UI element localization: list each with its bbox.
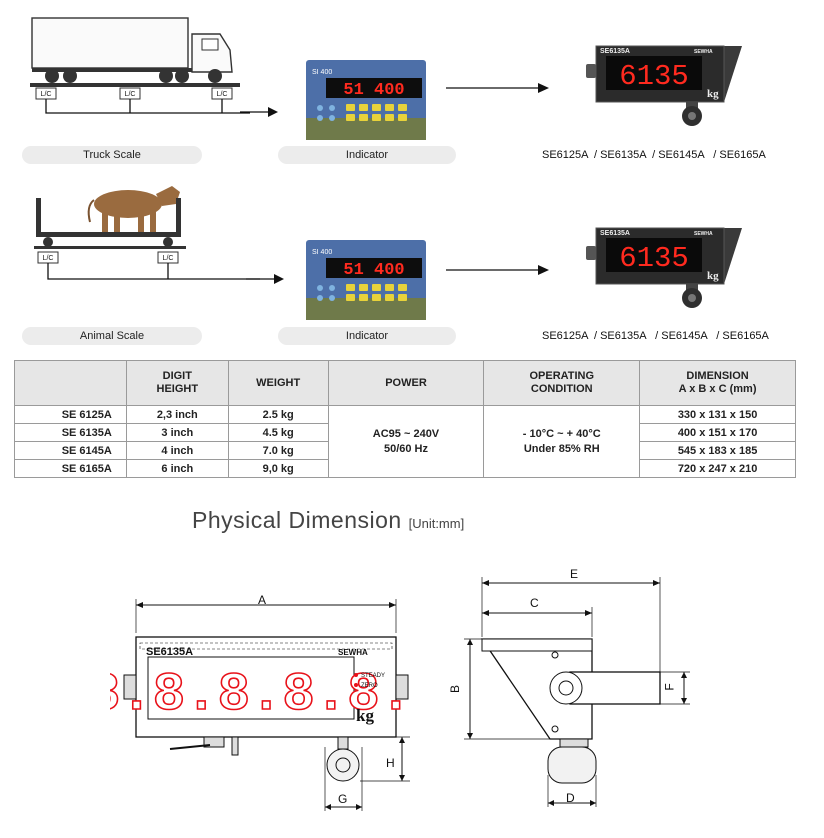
dimension-cell: 545 x 183 x 185 [639,441,796,460]
spec-table: DIGIT HEIGHT WEIGHT POWER OPERATING COND… [14,360,796,478]
lc-label: L/C [43,255,54,262]
dim-a-label: A [258,593,267,607]
table-header-row: DIGIT HEIGHT WEIGHT POWER OPERATING COND… [14,360,796,406]
zero-label: ZERO [361,683,378,689]
model-cell: SE 6125A [14,405,127,424]
weight-cell: 9,0 kg [227,459,329,478]
arrow-icon [240,107,278,117]
weight-cell: 2.5 kg [227,405,329,424]
remote-display-device: 6135 SE6135A SEWHA kg [582,222,752,312]
header-cell: WEIGHT [227,360,329,406]
side-view-drawing [464,577,690,807]
digit-cell: 4 inch [125,441,229,460]
indicator-brand: SI 400 [312,69,332,76]
arrow-icon [446,265,549,275]
digit-cell: 2,3 inch [125,405,229,424]
display-readout: 6135 [619,242,689,275]
indicator-device: 51 400 SI 400 [306,240,426,320]
header-cell: POWER [327,360,485,406]
lc-label: L/C [125,91,136,98]
section-unit: [Unit:mm] [408,516,465,531]
section-title-text: Physical Dimension [192,507,402,533]
lc-label: L/C [163,255,174,262]
model-list: SE6125A / SE6135A / SE6145A / SE6165A [542,149,766,161]
indicator-readout: 51 400 [343,81,404,100]
drawing-model: SE6135A [146,646,193,658]
display-brand: SEWHA [694,49,713,55]
display-unit: kg [707,88,719,100]
dimension-cell: 400 x 151 x 170 [639,423,796,442]
arrow-icon [246,274,284,284]
table-row: SE 6165A 6 inch 9,0 kg 720 x 247 x 210 [14,459,796,478]
digit-cell: 6 inch [125,459,229,478]
drawing-unit: kg [356,706,374,725]
model-cell: SE 6165A [14,459,127,478]
animal-scale-label: Animal Scale [22,327,202,345]
animal-scale-illustration: L/C L/C [34,186,260,280]
remote-display-device: 6135 SE6135A SEWHA kg [582,40,752,130]
display-brand: SEWHA [694,231,713,237]
header-cell [14,360,127,406]
header-cell: DIGIT HEIGHT [125,360,229,406]
dim-e-label: E [570,567,579,581]
front-view-drawing: SE6135A SEWHA 8.8.8.8.8. STEADY ZERO kg [110,599,413,811]
indicator-brand: SI 400 [312,249,332,256]
indicator-label: Indicator [278,146,456,164]
dim-g-label: G [338,792,348,806]
indicator-readout: 51 400 [343,261,404,280]
dimension-cell: 720 x 247 x 210 [639,459,796,478]
dim-f-label: F [662,683,677,691]
model-cell: SE 6135A [14,423,127,442]
header-cell: DIMENSION A x B x C (mm) [639,360,796,406]
display-readout: 6135 [619,60,689,93]
display-model-badge: SE6135A [600,48,630,55]
arrow-icon [446,83,549,93]
drawing-brand: SEWHA [338,648,368,657]
display-unit: kg [707,270,719,282]
digit-cell: 3 inch [125,423,229,442]
lc-label: L/C [217,91,228,98]
truck-illustration: L/C L/C L/C [30,17,250,114]
table-row: SE 6145A 4 inch 7.0 kg 545 x 183 x 185 [14,441,796,460]
indicator-label: Indicator [278,327,456,345]
power-cell: AC95 ~ 240V 50/60 Hz [327,405,485,478]
dim-b-label: B [448,684,463,694]
drawing-digits: 8.8.8.8.8. [110,665,412,726]
dim-h-label: H [386,756,395,770]
table-row: SE 6125A 2,3 inch 2.5 kg AC95 ~ 240V 50/… [14,405,796,478]
indicator-device: 51 400 SI 400 [306,60,426,140]
display-model-badge: SE6135A [600,230,630,237]
section-title: Physical Dimension [Unit:mm] [192,507,464,534]
lc-label: L/C [41,91,52,98]
model-cell: SE 6145A [14,441,127,460]
dim-c-label: C [530,596,539,610]
truck-scale-label: Truck Scale [22,146,202,164]
steady-label: STEADY [361,673,385,679]
model-list: SE6125A / SE6135A / SE6145A / SE6165A [542,330,769,342]
dimension-cell: 330 x 131 x 150 [639,405,796,424]
weight-cell: 7.0 kg [227,441,329,460]
operating-cell: - 10°C ~ + 40°C Under 85% RH [483,405,641,478]
dim-d-label: D [566,791,575,805]
header-cell: OPERATING CONDITION [483,360,641,406]
weight-cell: 4.5 kg [227,423,329,442]
